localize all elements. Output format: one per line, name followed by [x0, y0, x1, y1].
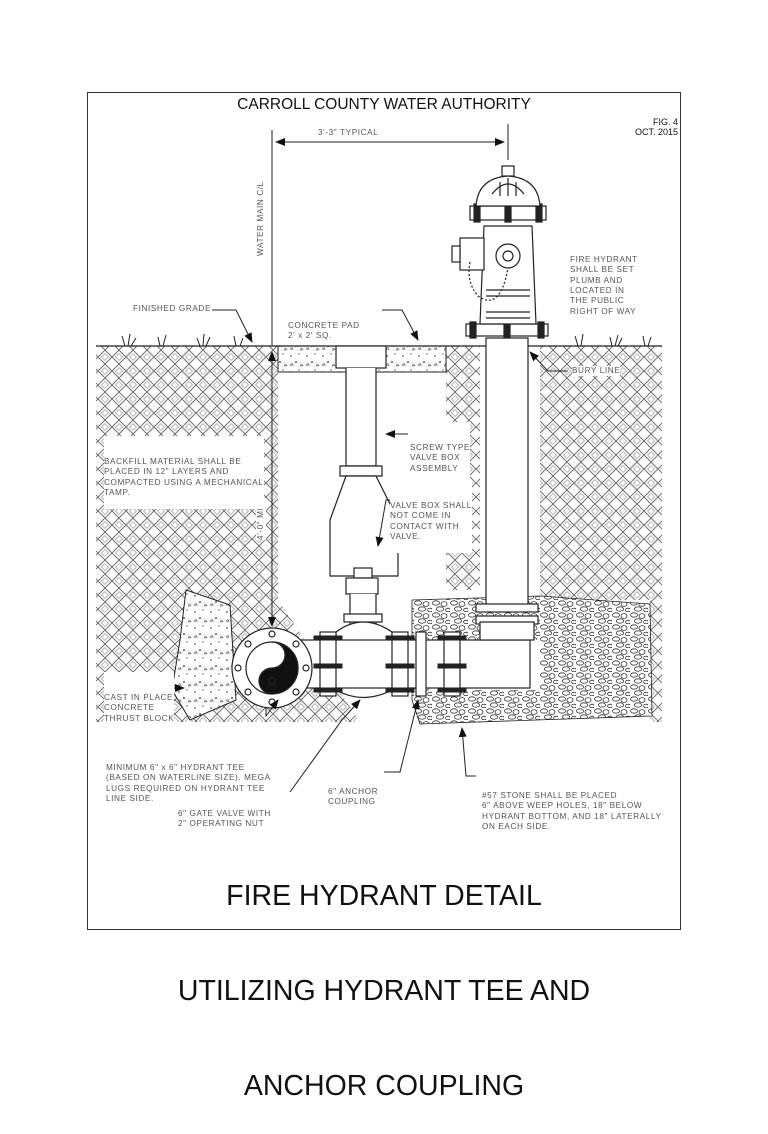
- leader-lines: [158, 309, 568, 793]
- authority-title: CARROLL COUNTY WATER AUTHORITY: [237, 96, 531, 113]
- bury-line-label: BURY LINE: [572, 366, 621, 377]
- pipe-run: [279, 631, 531, 697]
- title-line-1: FIRE HYDRANT DETAIL: [226, 880, 542, 912]
- figure-date: OCT. 2015: [634, 127, 678, 137]
- hydrant-barrel: [475, 337, 539, 641]
- typical-dimension-label: 3'-3" TYPICAL: [318, 128, 379, 137]
- grass: [121, 333, 652, 347]
- valve-box: [329, 345, 399, 577]
- title-line-3: ANCHOR COUPLING: [243, 1070, 525, 1102]
- title-line-2: UTILIZING HYDRANT TEE AND: [177, 975, 591, 1007]
- hydrant-detail-drawing: [96, 124, 662, 793]
- thrust-block: [171, 589, 237, 721]
- finished-grade-label: FINISHED GRADE: [133, 304, 212, 313]
- hydrant-tee-note: MINIMUM 6" x 6" HYDRANT TEE(BASED ON WAT…: [106, 762, 271, 804]
- drawing-title: FIRE HYDRANT DETAIL UTILIZING HYDRANT TE…: [0, 820, 768, 1134]
- water-main-cl-label: WATER MAIN C/L: [256, 181, 265, 256]
- drawing-border: [87, 92, 681, 930]
- figure-number: FIG. 4: [652, 117, 678, 127]
- fire-hydrant: [451, 165, 549, 339]
- hydrant-tee: [231, 627, 313, 709]
